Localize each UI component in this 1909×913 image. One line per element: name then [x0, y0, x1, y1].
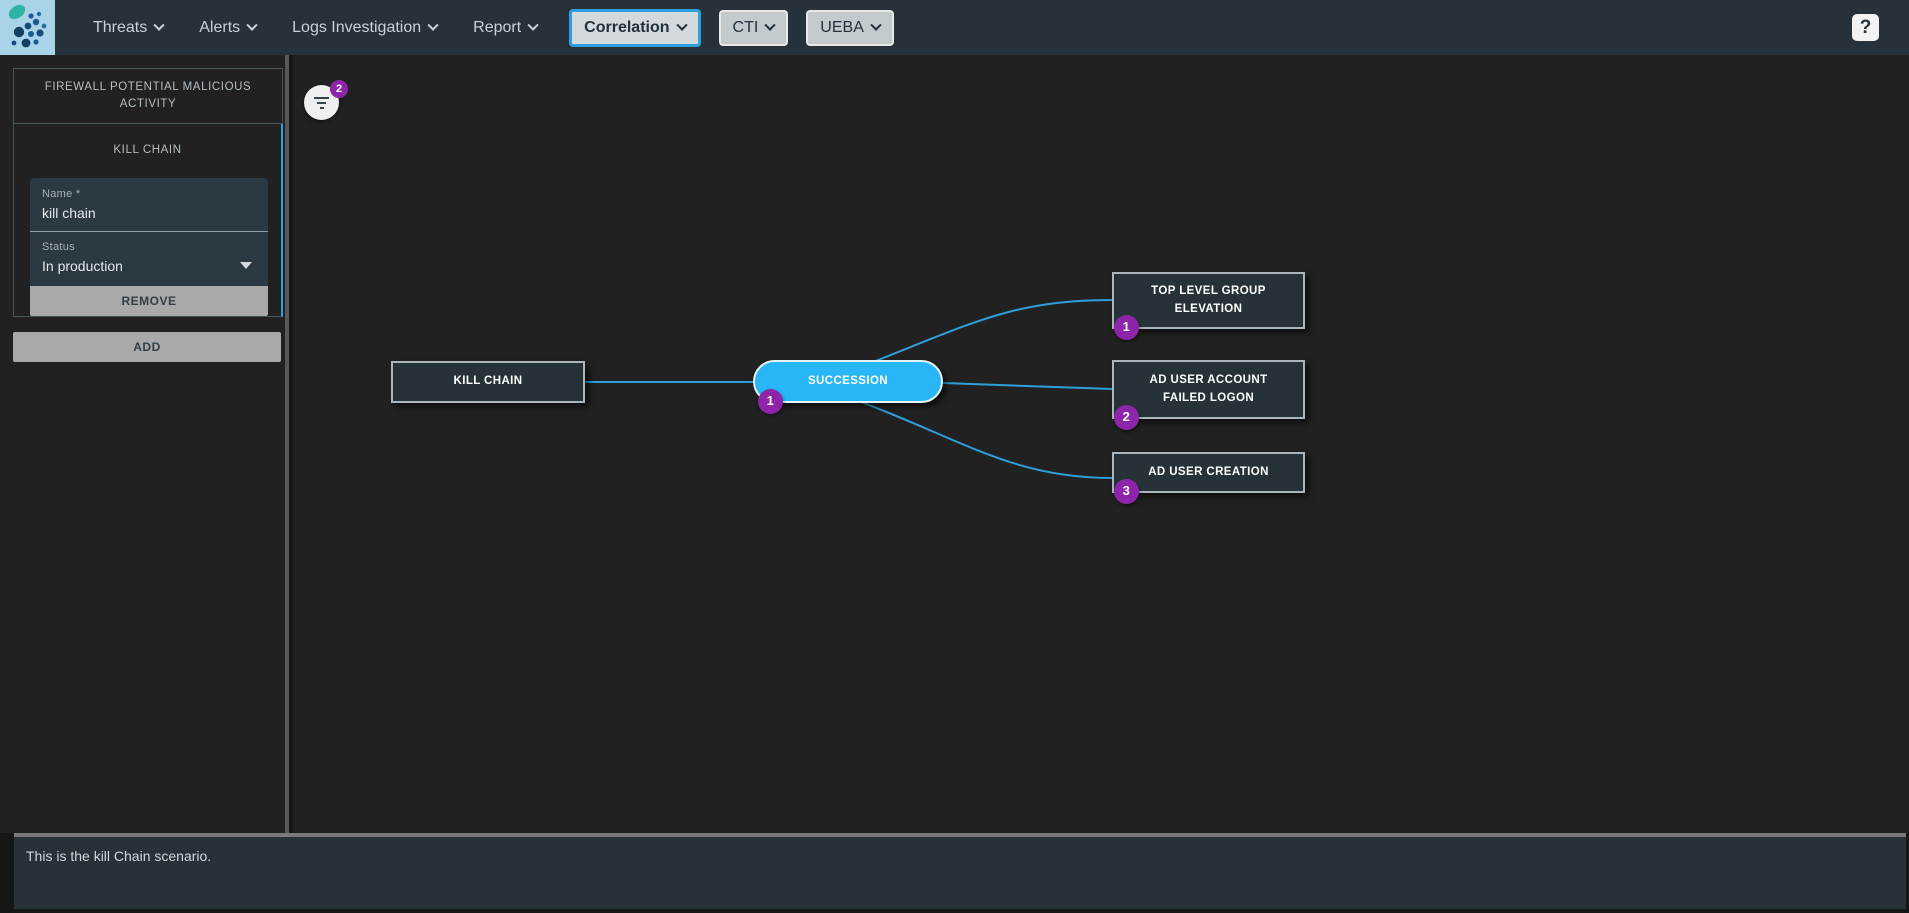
correlation-dropdown-button[interactable]: Correlation — [569, 8, 701, 47]
graph-canvas[interactable]: 2 KILL CHAIN SUCCESSION 1 TOP LEVEL GROU… — [293, 55, 1909, 833]
node-label: TOP LEVEL GROUP ELEVATION — [1151, 284, 1266, 315]
correlation-button-label: Correlation — [584, 18, 670, 36]
node-label: AD USER CREATION — [1148, 465, 1269, 478]
graph-node-ad-user-account-failed-logon[interactable]: AD USER ACCOUNT FAILED LOGON 2 — [1112, 360, 1305, 430]
graph-node-kill-chain[interactable]: KILL CHAIN — [391, 361, 585, 403]
nav-item-logs-investigation[interactable]: Logs Investigation — [278, 11, 451, 45]
filter-icon-line — [319, 106, 324, 109]
app-logo[interactable] — [0, 0, 55, 56]
node-label: AD USER ACCOUNT FAILED LOGON — [1149, 373, 1268, 404]
name-field-label: Name * — [42, 188, 81, 200]
nav-item-threats[interactable]: Threats — [79, 11, 177, 45]
order-badge: 3 — [1114, 479, 1139, 504]
scenario-form-card: Name * kill chain Status In production — [30, 178, 268, 286]
status-dropdown-caret-icon[interactable] — [240, 262, 252, 269]
name-field-input[interactable]: kill chain — [42, 205, 96, 221]
node-label: SUCCESSION — [807, 374, 889, 387]
nav-item-label: Threats — [93, 18, 148, 36]
graph-node-ad-user-creation[interactable]: AD USER CREATION 3 — [1112, 452, 1305, 504]
scenario-title: FIREWALL POTENTIAL MALICIOUS ACTIVITY — [13, 68, 283, 124]
cti-button-label: CTI — [732, 18, 759, 36]
scenario-sidebar: FIREWALL POTENTIAL MALICIOUS ACTIVITY KI… — [0, 55, 289, 833]
order-badge: 1 — [1114, 315, 1139, 340]
section-title: KILL CHAIN — [113, 144, 182, 156]
filter-icon-line — [317, 101, 326, 104]
order-badge: 1 — [758, 389, 783, 414]
graph-node-succession[interactable]: SUCCESSION 1 — [753, 360, 943, 414]
chevron-down-icon — [427, 19, 439, 31]
cti-dropdown-button[interactable]: CTI — [718, 9, 789, 46]
chevron-down-icon — [870, 19, 882, 31]
status-select[interactable]: Status In production — [42, 232, 256, 286]
chevron-down-icon — [527, 19, 539, 31]
ueba-button-label: UEBA — [820, 18, 864, 36]
nav-item-alerts[interactable]: Alerts — [185, 11, 270, 45]
nav-item-label: Logs Investigation — [292, 18, 422, 36]
remove-button[interactable]: REMOVE — [30, 286, 268, 316]
add-button[interactable]: ADD — [13, 332, 281, 362]
order-badge: 2 — [1114, 405, 1139, 430]
help-button[interactable]: ? — [1852, 14, 1879, 41]
status-field-value: In production — [42, 258, 123, 274]
filter-icon — [314, 96, 329, 99]
nav-item-label: Report — [473, 18, 522, 36]
filter-badge: 2 — [330, 80, 348, 98]
chevron-down-icon — [246, 19, 258, 31]
nav-menu: Threats Alerts Logs Investigation Report — [79, 11, 551, 45]
nav-item-report[interactable]: Report — [459, 11, 551, 45]
ueba-dropdown-button[interactable]: UEBA — [806, 9, 894, 46]
node-label: KILL CHAIN — [453, 375, 523, 388]
scenario-title-label: FIREWALL POTENTIAL MALICIOUS ACTIVITY — [44, 80, 252, 110]
chevron-down-icon — [675, 19, 688, 31]
scenario-description: This is the kill Chain scenario. — [26, 848, 212, 864]
graph-edges — [585, 299, 1113, 479]
graph-node-top-level-group-elevation[interactable]: TOP LEVEL GROUP ELEVATION 1 — [1112, 272, 1305, 340]
chevron-down-icon — [153, 19, 165, 31]
help-icon: ? — [1859, 16, 1872, 38]
nav-item-label: Alerts — [199, 18, 241, 36]
logo-dots-icon — [8, 4, 47, 48]
field-divider — [30, 231, 268, 232]
description-bar: This is the kill Chain scenario. — [14, 833, 1906, 909]
status-field-label: Status — [42, 241, 75, 253]
chevron-down-icon — [764, 19, 776, 31]
kill-chain-section[interactable]: KILL CHAIN Name * kill chain Status In p… — [13, 124, 283, 317]
top-navbar: Threats Alerts Logs Investigation Report… — [0, 0, 1909, 56]
